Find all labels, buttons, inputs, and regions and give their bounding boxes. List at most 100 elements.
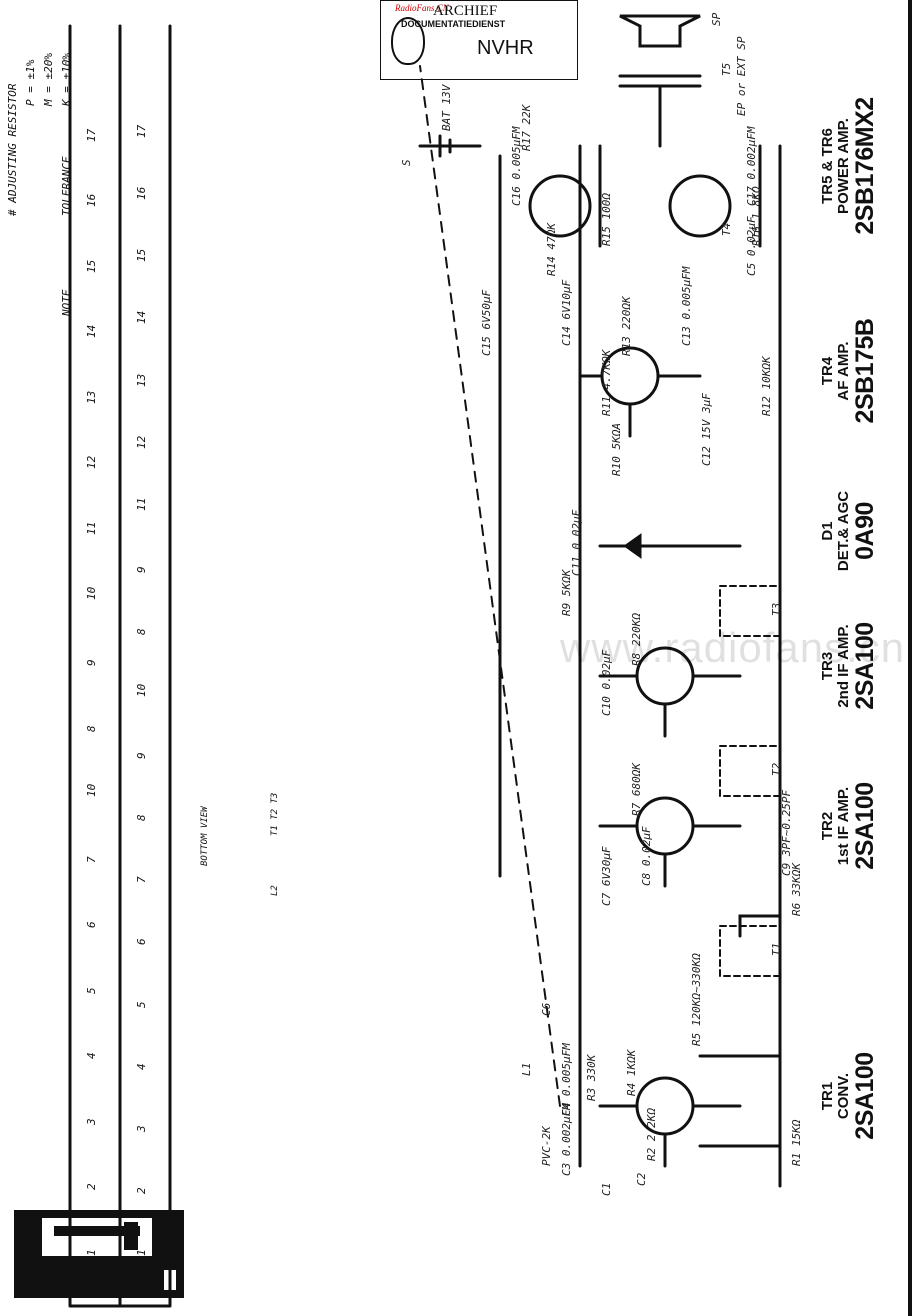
table-cell: 14 — [85, 324, 98, 338]
label-t5: T5 — [720, 62, 733, 76]
label-sw: S — [400, 159, 413, 166]
bottom-view-t: T1 T2 T3 — [270, 792, 280, 836]
table-cell: 13 — [135, 373, 148, 387]
label-r2: R2 2.2KΩ — [645, 1108, 658, 1161]
table-cell: 8 — [135, 814, 148, 821]
table-cell: 12 — [135, 435, 148, 449]
table-cell: 9 — [135, 566, 148, 573]
table-cell: 3 — [135, 1125, 148, 1132]
table-cell: 10 — [85, 586, 98, 600]
stamp-title: ARCHIEF — [433, 3, 498, 19]
label-c7: C7 6V30μF — [600, 846, 613, 906]
archive-stamp: RadioFans.CN ARCHIEF DOCUMENTATIEDIENST … — [380, 0, 578, 80]
stamp-org: NVHR — [477, 37, 534, 59]
label-r11: R11 4.7KΩK — [600, 349, 613, 416]
stage-tr56: TR5 & TR6 POWER AMP. 2SB176MX2 — [819, 97, 879, 235]
note-tolerance: TOLERANCE — [60, 156, 73, 216]
note-adjust: # ADJUSTING RESISTOR — [6, 83, 19, 216]
table-cell: 1 — [85, 1249, 98, 1256]
table-cell: 2 — [85, 1183, 98, 1190]
stage-tr2: TR2 1st IF AMP. 2SA100 — [819, 782, 879, 870]
label-r14: R14 47ΩK — [545, 223, 558, 276]
label-c13: C13 0.005μFM — [680, 266, 693, 346]
table-cell: 17 — [135, 124, 148, 138]
table-cell: 10 — [85, 783, 98, 797]
label-r5: R5 120KΩ~330KΩ — [690, 953, 703, 1046]
note-m: M = ±20% — [42, 53, 55, 106]
label-c6: C6 — [540, 1002, 553, 1016]
label-c8: C8 0.02μF — [640, 826, 653, 886]
label-r9: R9 5KΩK — [560, 569, 573, 616]
stage-tr1: TR1 CONV. 2SA100 — [819, 1052, 879, 1140]
bottom-view: L2 T1 T2 T3 BOTTOM VIEW — [200, 776, 290, 896]
label-l1: L1 — [520, 1062, 533, 1076]
label-r15: R15 100Ω — [600, 193, 613, 246]
table-cell: 12 — [85, 455, 98, 469]
label-t3: T3 — [770, 602, 783, 616]
table-cell: 11 — [85, 521, 98, 535]
bottom-view-title: BOTTOM VIEW — [200, 806, 210, 866]
table-cell: 16 — [135, 186, 148, 200]
label-ep: EP or EXT SP — [735, 36, 748, 116]
table-cell: 11 — [135, 497, 148, 511]
table-cell: 9 — [85, 659, 98, 666]
label-c12: C12 15V 3μF — [700, 393, 713, 466]
label-c1: C1 — [600, 1182, 613, 1196]
stage-d1: D1 DET.& AGC 0A90 — [819, 490, 879, 572]
table-cell: 5 — [85, 987, 98, 994]
table-cell: 5 — [135, 1001, 148, 1008]
label-r12: R12 10KΩK — [760, 356, 773, 416]
table-cell: 16 — [85, 193, 98, 207]
label-c4: C4 0.005μFM — [560, 1043, 573, 1116]
label-r7: R7 680ΩK — [630, 763, 643, 816]
tr5-circle — [668, 174, 732, 238]
table-cell: 8 — [85, 725, 98, 732]
table-cell: 6 — [85, 921, 98, 928]
label-c14: C14 6V10μF — [560, 279, 573, 346]
label-c16: C16 0.005μFM — [510, 126, 523, 206]
note-p: P = ±1% — [24, 59, 37, 106]
note-label: NOTE — [60, 289, 73, 317]
table-cell: 9 — [135, 752, 148, 759]
table-cell: 13 — [85, 390, 98, 404]
label-t2: T2 — [770, 762, 783, 776]
label-c9: C9 3PF~0.25PF — [780, 789, 793, 876]
table-cell: 4 — [85, 1052, 98, 1059]
table-cell: 17 — [85, 128, 98, 142]
bottom-view-l2: L2 — [270, 885, 280, 896]
label-t1: T1 — [770, 942, 783, 956]
label-r1: R1 15KΩ — [790, 1119, 803, 1166]
table-cell: 7 — [135, 876, 148, 883]
label-c11: C11 0.02μF — [570, 509, 583, 576]
stamp-subtitle: DOCUMENTATIEDIENST — [401, 19, 506, 29]
table-cell: 2 — [135, 1187, 148, 1194]
stamp-url: RadioFans.CN — [395, 3, 449, 13]
label-pvc: PVC-2K — [540, 1126, 553, 1166]
note-k: K = ±10% — [60, 53, 73, 106]
table-c-label: C — [135, 1289, 148, 1296]
table-cell: 3 — [85, 1118, 98, 1125]
tr6-circle — [528, 174, 592, 238]
label-t4: T4 — [720, 222, 733, 236]
table-cell: 1 — [135, 1249, 148, 1256]
label-c15: C15 6V50μF — [480, 289, 493, 356]
table-cell: 4 — [135, 1063, 148, 1070]
table-cell: 14 — [135, 310, 148, 324]
radio-thumbnail-icon — [14, 1210, 184, 1298]
table-cell: 8 — [135, 628, 148, 635]
label-c17: C17 0.002μFM — [745, 126, 758, 206]
label-c5: C5 0.02μF — [745, 216, 758, 276]
table-cell: 15 — [85, 259, 98, 273]
tube-logo-icon — [391, 17, 425, 65]
watermark: www.radiofans.cn — [560, 624, 906, 671]
label-r10: R10 5KΩA — [610, 423, 623, 476]
label-r4: R4 1KΩK — [625, 1049, 638, 1096]
label-r3: R3 330K — [585, 1054, 598, 1101]
label-sp: SP — [710, 12, 723, 26]
table-cell: 7 — [85, 856, 98, 863]
table-cell: 10 — [135, 683, 148, 697]
table-cell: 15 — [135, 248, 148, 262]
stage-tr4: TR4 AF AMP. 2SB175B — [819, 318, 879, 424]
